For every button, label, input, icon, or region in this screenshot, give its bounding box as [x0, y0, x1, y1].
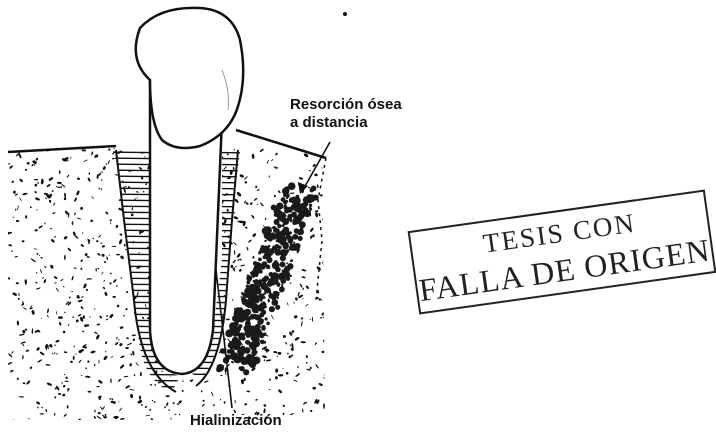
- resorption-zone: [216, 182, 319, 375]
- bone-resorption-label: Resorción ósea a distancia: [290, 96, 402, 132]
- bone-resorption-label-line1: Resorción ósea: [290, 96, 402, 114]
- bone-resorption-label-line2: a distancia: [290, 114, 402, 132]
- resorption-leader-line: [304, 142, 330, 188]
- stray-dot: [343, 12, 347, 16]
- hyalinization-label: Hialinización: [190, 412, 282, 430]
